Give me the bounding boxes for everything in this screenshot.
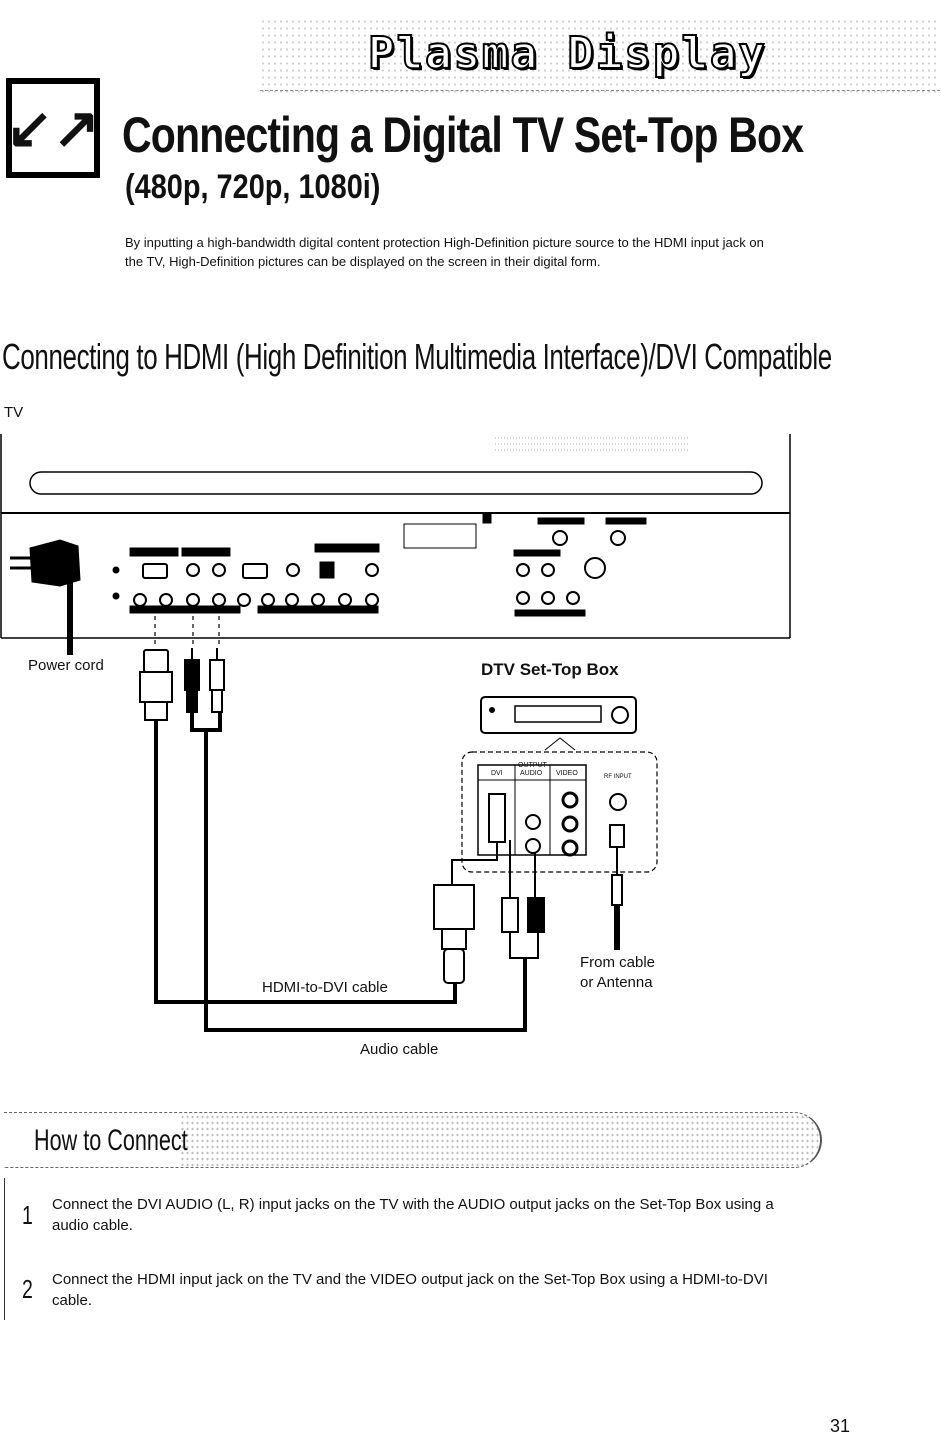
step-number: 1 bbox=[22, 1200, 33, 1230]
output-label: OUTPUT bbox=[518, 762, 547, 769]
tv-rear-panel bbox=[0, 434, 791, 639]
rf-input-label: RF INPUT bbox=[604, 774, 632, 780]
header-band: Plasma Display bbox=[260, 18, 940, 96]
header-rule bbox=[260, 90, 940, 91]
audio-label: AUDIO bbox=[520, 770, 543, 777]
howto-banner bbox=[0, 1108, 822, 1172]
audio-cable-label: Audio cable bbox=[360, 1041, 439, 1058]
step-text: Connect the HDMI input jack on the TV an… bbox=[52, 1271, 768, 1309]
audio-plugs-tv bbox=[184, 648, 225, 713]
step-number: 2 bbox=[22, 1274, 33, 1304]
logo-glyph: ↙↗ bbox=[6, 96, 100, 159]
intro-paragraph: By inputting a high-bandwidth digital co… bbox=[125, 235, 764, 269]
dvi-label: DVI bbox=[491, 770, 503, 777]
steps-rule bbox=[4, 1178, 5, 1320]
from-cable-label: From cable bbox=[580, 954, 656, 971]
connection-logo-icon: ↙↗ bbox=[6, 78, 100, 178]
page-subtitle: (480p, 720p, 1080i) bbox=[125, 168, 381, 206]
dvi-plug bbox=[433, 842, 498, 984]
step-text: Connect the DVI AUDIO (L, R) input jacks… bbox=[52, 1196, 774, 1234]
howto-outline bbox=[4, 1112, 822, 1168]
set-top-box bbox=[480, 696, 637, 751]
howto-title: How to Connect bbox=[34, 1124, 188, 1157]
howto-texture bbox=[180, 1114, 822, 1168]
tv-jack-panel bbox=[112, 512, 647, 617]
brand-title: Plasma Display bbox=[367, 27, 767, 80]
audio-cable-line bbox=[190, 712, 222, 732]
connection-diagram bbox=[0, 434, 791, 1032]
stb-output-panel bbox=[461, 751, 658, 873]
page-number: 31 bbox=[830, 1416, 851, 1436]
power-plug-icon bbox=[10, 539, 81, 655]
stb-title: DTV Set-Top Box bbox=[481, 660, 619, 679]
header-texture bbox=[260, 18, 940, 96]
tv-label: TV bbox=[4, 404, 24, 421]
audio-plugs-stb bbox=[501, 840, 545, 959]
section-heading: Connecting to HDMI (High Definition Mult… bbox=[2, 336, 832, 377]
power-cord-label: Power cord bbox=[28, 657, 104, 674]
page-title: Connecting a Digital TV Set-Top Box bbox=[122, 107, 804, 163]
hdmi-plug bbox=[139, 649, 173, 721]
video-label: VIDEO bbox=[556, 770, 578, 777]
hdmi-dvi-cable-line bbox=[154, 720, 457, 1004]
antenna-cable bbox=[609, 824, 625, 950]
hdmi-dvi-cable-label: HDMI-to-DVI cable bbox=[262, 979, 388, 996]
antenna-label: or Antenna bbox=[580, 974, 653, 991]
